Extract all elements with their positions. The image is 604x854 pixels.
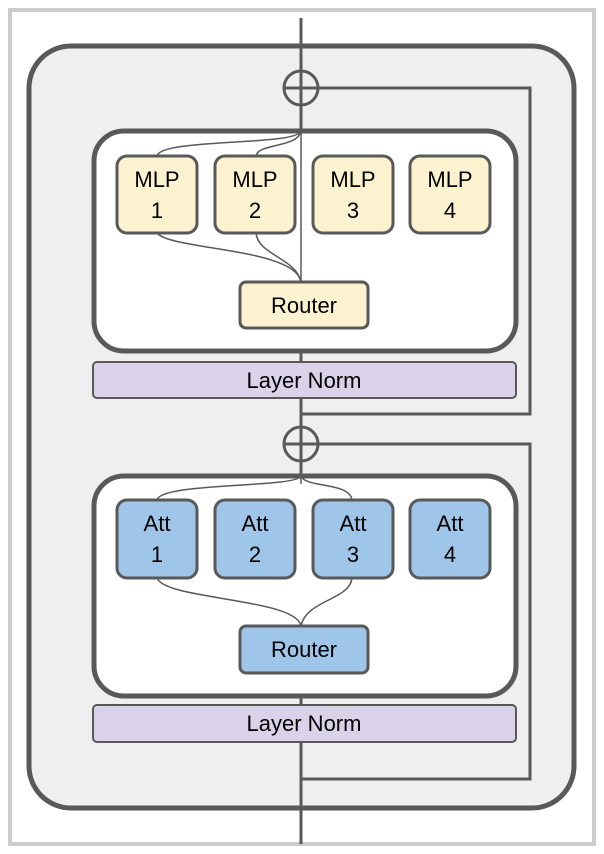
mlp-expert-4-number: 4	[444, 198, 456, 223]
mlp-experts: MLP 1 MLP 2 MLP 3 MLP 4	[115, 154, 492, 235]
mlp-expert-1-name: MLP	[134, 167, 179, 192]
mlp-expert-2-name: MLP	[232, 167, 277, 192]
att-expert-4-number: 4	[444, 542, 456, 567]
att-expert-2: Att 2	[213, 498, 297, 580]
residual-connections	[301, 86, 532, 781]
att-expert-2-name: Att	[242, 511, 269, 536]
mlp-expert-1-number: 1	[151, 198, 163, 223]
att-routing-lines	[156, 475, 353, 627]
mlp-expert-1: MLP 1	[115, 154, 199, 235]
mlp-expert-3: MLP 3	[311, 154, 395, 235]
att-expert-4-name: Att	[437, 511, 464, 536]
att-expert-3-name: Att	[340, 511, 367, 536]
residual-path-mlp	[301, 86, 532, 416]
mlp-expert-4: MLP 4	[408, 154, 492, 235]
mlp-layer-norm-label: Layer Norm	[247, 368, 362, 393]
att-expert-1: Att 1	[115, 498, 199, 580]
att-expert-3: Att 3	[311, 498, 395, 580]
att-expert-1-number: 1	[151, 542, 163, 567]
att-router: Router	[238, 624, 370, 675]
mlp-router-label: Router	[271, 293, 337, 318]
add-node-attention	[282, 425, 320, 463]
mlp-expert-2: MLP 2	[213, 154, 297, 235]
att-layer-norm-label: Layer Norm	[247, 711, 362, 736]
att-experts: Att 1 Att 2 Att 3 Att 4	[115, 498, 492, 580]
att-expert-4: Att 4	[408, 498, 492, 580]
att-router-label: Router	[271, 637, 337, 662]
mlp-routing-lines	[156, 130, 302, 283]
att-expert-1-name: Att	[144, 511, 171, 536]
mlp-layer-norm: Layer Norm	[92, 361, 517, 399]
att-expert-2-number: 2	[249, 542, 261, 567]
mlp-router: Router	[238, 280, 370, 330]
add-node-mlp	[282, 69, 320, 107]
mlp-expert-3-number: 3	[347, 198, 359, 223]
mlp-expert-4-name: MLP	[427, 167, 472, 192]
mlp-expert-3-name: MLP	[330, 167, 375, 192]
att-layer-norm: Layer Norm	[92, 704, 517, 743]
mlp-expert-2-number: 2	[249, 198, 261, 223]
att-expert-3-number: 3	[347, 542, 359, 567]
residual-path-attention	[301, 442, 532, 781]
